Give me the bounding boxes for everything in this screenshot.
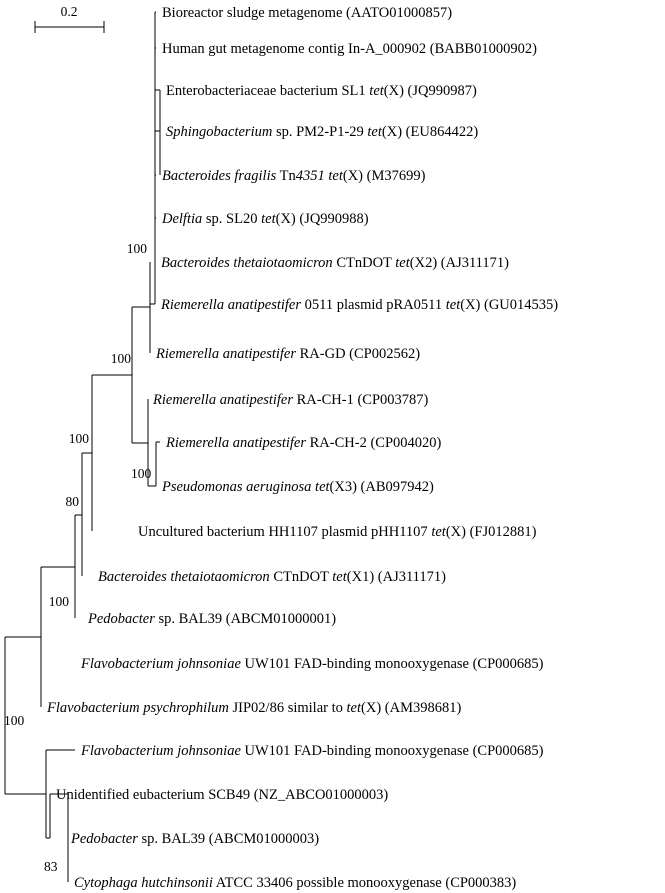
leaf-label: Enterobacteriaceae bacterium SL1 tet(X) … [166,83,477,99]
bootstrap-value: 83 [44,859,58,874]
bootstrap-value: 100 [4,713,25,728]
leaf-label: Flavobacterium psychrophilum JIP02/86 si… [46,700,461,716]
leaf-label: Flavobacterium johnsoniae UW101 FAD-bind… [80,656,544,672]
bootstrap-value: 80 [66,494,80,509]
leaf-label: Riemerella anatipestifer RA-CH-2 (CP0040… [165,435,442,451]
leaf-label: Pedobacter sp. BAL39 (ABCM01000001) [87,611,336,627]
leaf-label: Delftia sp. SL20 tet(X) (JQ990988) [161,211,369,227]
leaf-label: Pseudomonas aeruginosa tet(X3) (AB097942… [161,479,434,495]
leaf-label: Bioreactor sludge metagenome (AATO010008… [162,5,452,21]
leaf-label: Sphingobacterium sp. PM2-P1-29 tet(X) (E… [166,124,478,140]
leaf-label: Flavobacterium johnsoniae UW101 FAD-bind… [80,743,544,759]
leaf-label: Unidentified eubacterium SCB49 (NZ_ABCO0… [56,787,388,803]
leaf-label: Riemerella anatipestifer RA-GD (CP002562… [155,346,420,362]
leaf-label: Riemerella anatipestifer 0511 plasmid pR… [160,297,558,313]
leaf-label: Bacteroides fragilis Tn4351 tet(X) (M376… [162,168,426,184]
bootstrap-value: 100 [127,241,148,256]
bootstrap-value: 100 [111,351,132,366]
leaf-label: Uncultured bacterium HH1107 plasmid pHH1… [138,524,537,540]
tree-branches [4,11,161,882]
leaf-label: Human gut metagenome contig In-A_000902 … [162,41,537,57]
leaf-label: Bacteroides thetaiotaomicron CTnDOT tet(… [98,569,446,585]
bootstrap-value: 100 [131,466,152,481]
scale-bar-label: 0.2 [61,4,78,19]
leaf-label: Pedobacter sp. BAL39 (ABCM01000003) [70,831,319,847]
bootstrap-labels: 100 100 100 100 80 100 100 83 [4,241,152,874]
leaf-label: Cytophaga hutchinsonii ATCC 33406 possib… [74,875,516,891]
scale-bar: 0.2 [34,4,105,33]
leaf-labels: Bioreactor sludge metagenome (AATO010008… [46,5,558,891]
leaf-label: Bacteroides thetaiotaomicron CTnDOT tet(… [161,255,509,271]
bootstrap-value: 100 [69,431,90,446]
leaf-label: Riemerella anatipestifer RA-CH-1 (CP0037… [152,392,429,408]
bootstrap-value: 100 [49,594,70,609]
